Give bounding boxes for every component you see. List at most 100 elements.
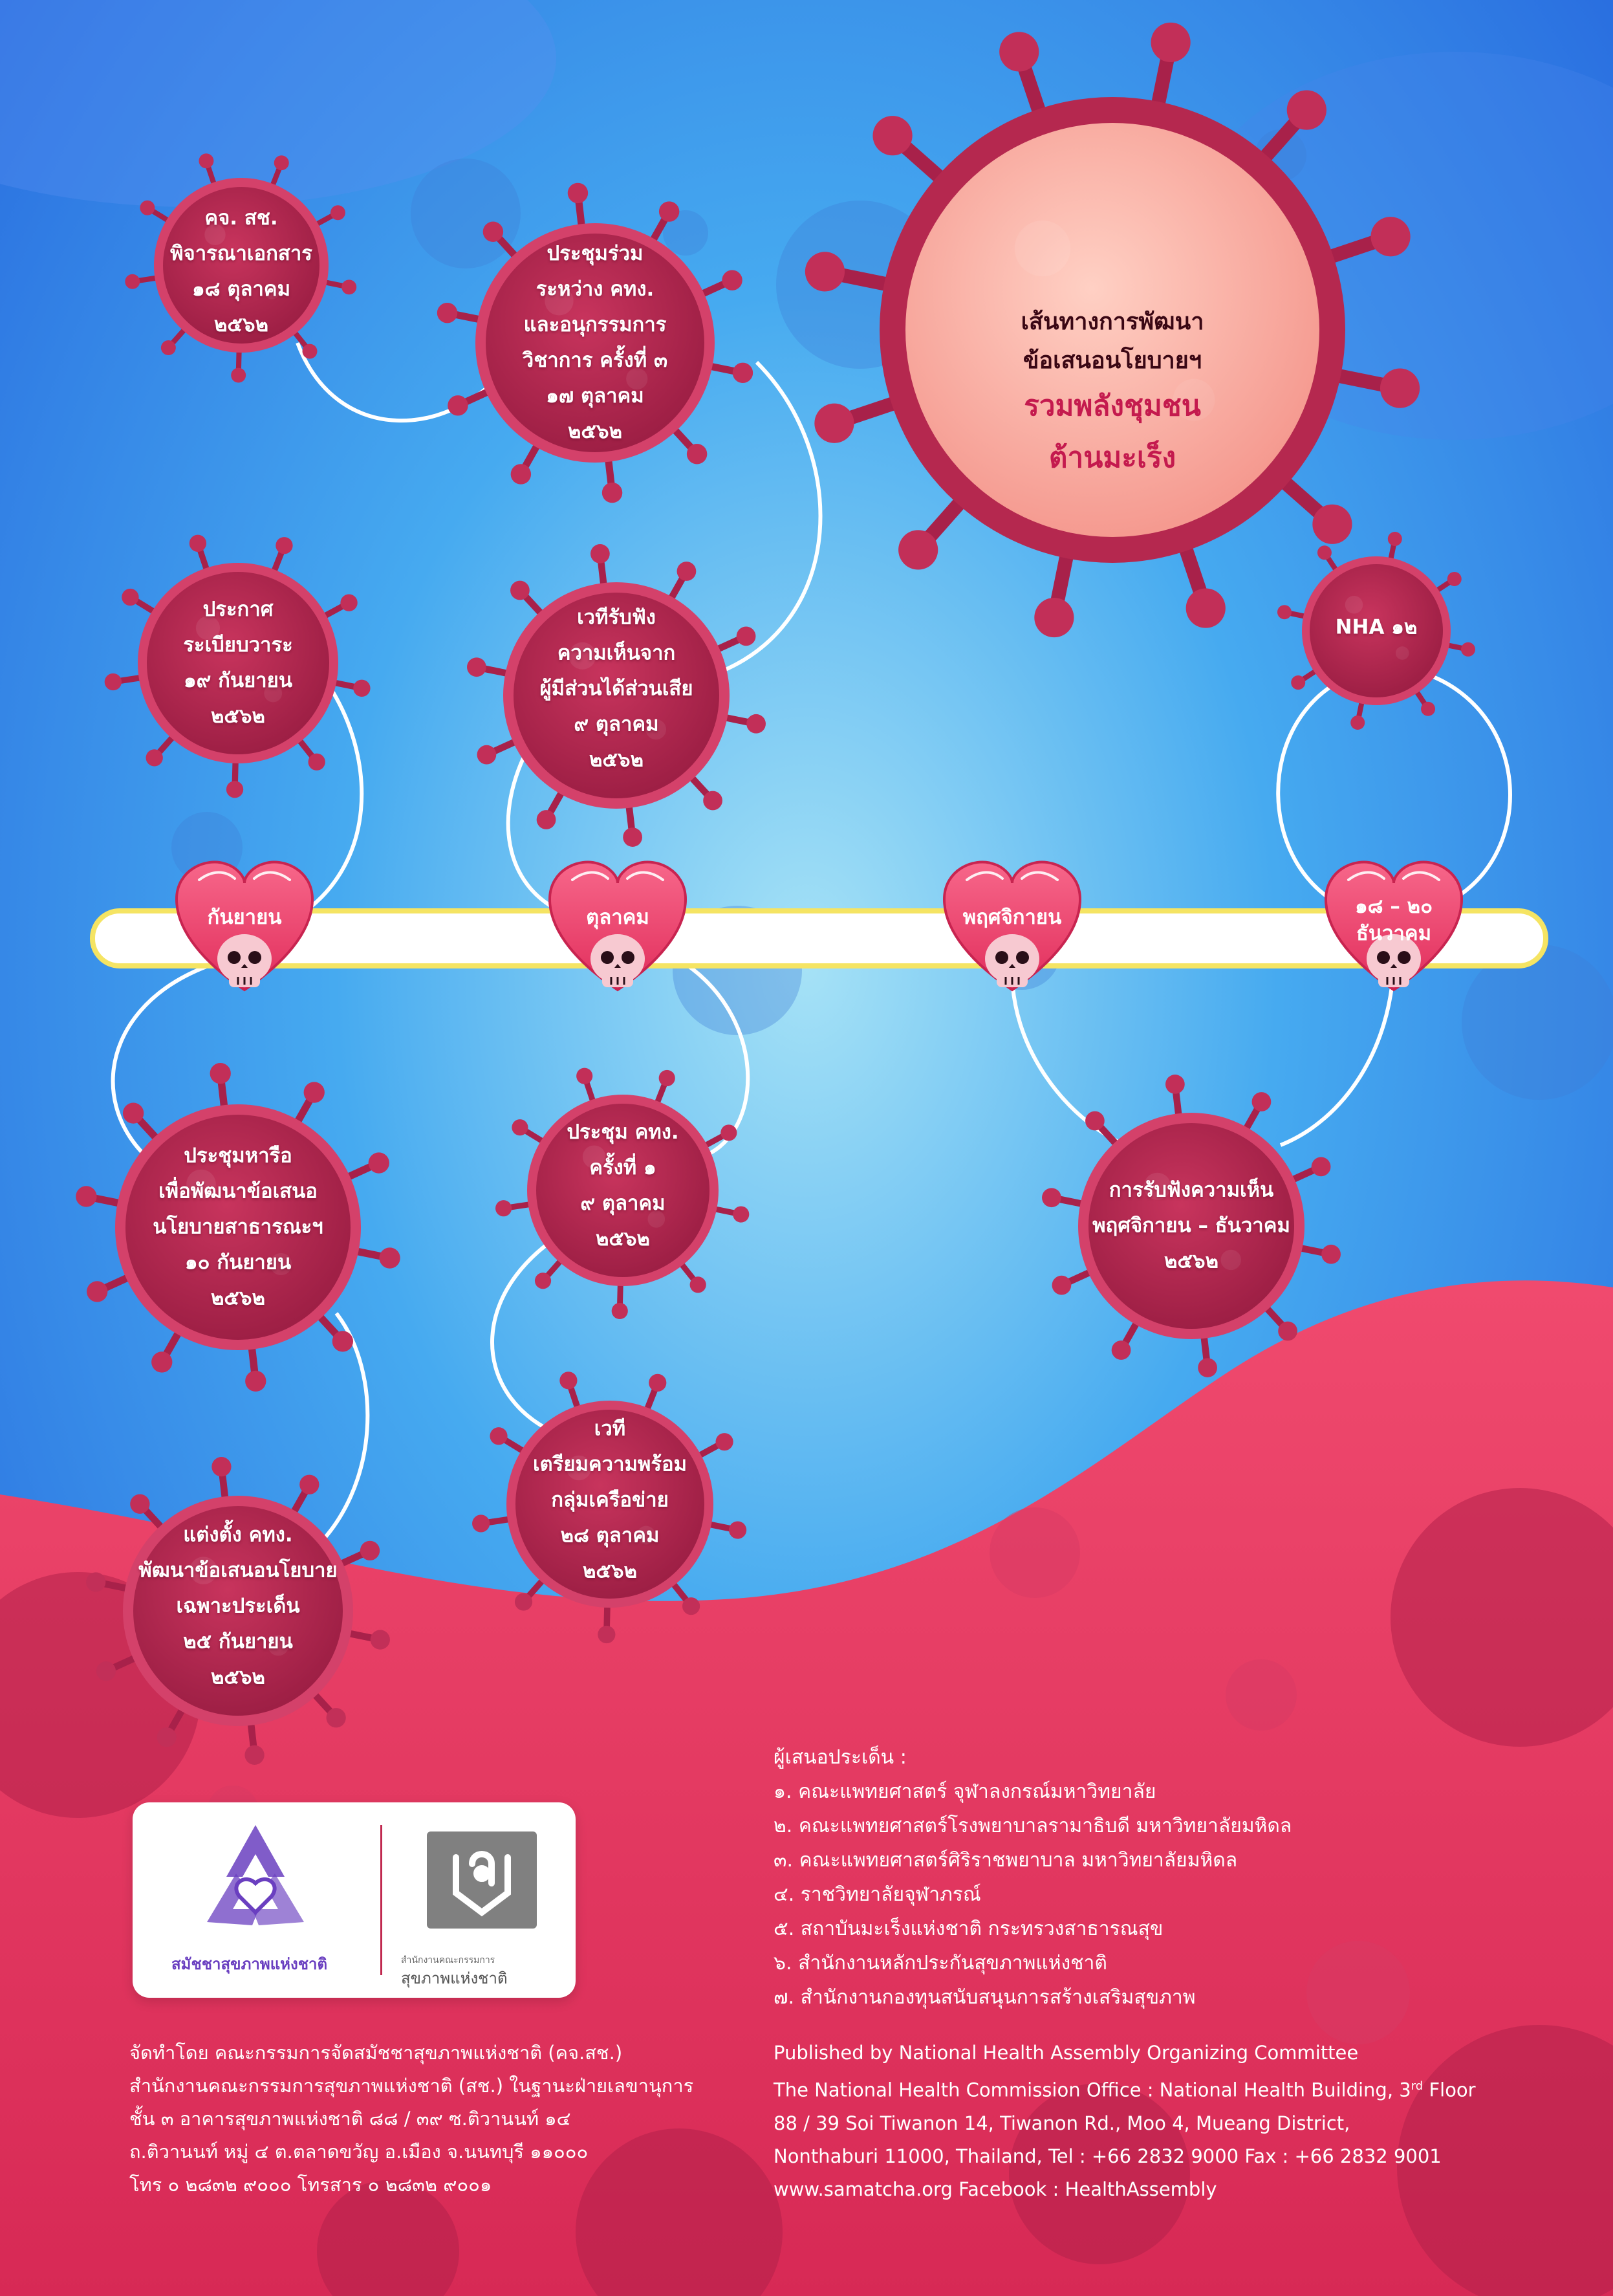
- node-working-group-appointment: แต่งตั้ง คทง. พัฒนาข้อเสนอนโยบาย เฉพาะปร…: [138, 1518, 337, 1696]
- node-line: เพื่อพัฒนาข้อเสนอ: [158, 1179, 318, 1203]
- node-line: ๒๕๖๒: [210, 705, 265, 728]
- virus-node-3: [104, 534, 371, 798]
- heart-shine: [1402, 871, 1440, 881]
- virus-spike-tip: [448, 395, 468, 416]
- virus-spike-tip: [1447, 571, 1462, 586]
- heart-shine: [966, 871, 1004, 881]
- virus-core: [905, 123, 1319, 537]
- node-line: คจ. สช.: [204, 206, 278, 230]
- skull-eye: [1377, 951, 1390, 964]
- virus-spike-tip: [379, 1247, 400, 1269]
- virus-core: [536, 1104, 709, 1277]
- logo-right-name: สุขภาพแห่งชาติ: [401, 1969, 508, 1987]
- virus-spike-tip: [199, 153, 214, 169]
- node-line: การรับฟังความเห็น: [1109, 1178, 1274, 1202]
- connector-line: [1422, 671, 1512, 914]
- virus-highlight: [636, 1525, 656, 1545]
- virus-highlight: [270, 1252, 292, 1276]
- virus-spike-tip: [1151, 22, 1191, 63]
- virus-spike-tip: [341, 279, 357, 295]
- node-line: ความเห็นจาก: [557, 641, 676, 665]
- month-label-november: พฤศจิกายน: [962, 906, 1062, 929]
- logo-right-subtitle: สำนักงานคณะกรรมการ: [401, 1955, 495, 1965]
- poster-title: เส้นทางการพัฒนา ข้อเสนอนโยบายฯ รวมพลังชุ…: [1021, 303, 1204, 484]
- footer-line: The National Health Commission Office : …: [774, 2070, 1476, 2107]
- virus-spike-tip: [576, 1067, 593, 1084]
- skull-icon: [217, 934, 272, 983]
- virus-spike-tip: [1278, 1321, 1297, 1341]
- virus-spike-tip: [1185, 588, 1226, 628]
- connector-line: [684, 962, 750, 1160]
- heart-shine: [253, 871, 291, 881]
- heart-shape: [1324, 860, 1464, 992]
- virus-highlight: [264, 684, 283, 703]
- virus-highlight: [204, 224, 226, 245]
- virus-core: [133, 1506, 343, 1716]
- month-label-december: ๑๘ – ๒๐ ธันวาคม: [1355, 893, 1433, 947]
- skull-icon: [1367, 934, 1421, 983]
- node-line: ๒๕ กันยายน: [183, 1630, 293, 1654]
- title-line-1: เส้นทางการพัฒนา: [1021, 309, 1204, 335]
- virus-spike-tip: [477, 745, 497, 765]
- heart-shine: [571, 871, 609, 881]
- virus-highlight: [189, 1557, 217, 1585]
- skull-nose: [614, 964, 621, 968]
- skull-nose: [241, 964, 248, 968]
- virus-spike-tip: [1317, 545, 1332, 560]
- virus-highlight: [1014, 220, 1071, 277]
- virus-spike-tip: [76, 1186, 97, 1207]
- proposer-item: ๑. คณะแพทยศาสตร์ จุฬาลงกรณ์มหาวิทยาลัย: [774, 1780, 1156, 1803]
- connector-line: [717, 360, 823, 675]
- virus-spike-tip: [482, 221, 504, 242]
- title-line-4: ต้านมะเร็ง: [1048, 441, 1176, 474]
- node-line: ๙ ตุลาคม: [574, 712, 659, 736]
- node-line: ประชุมหารือ: [184, 1144, 292, 1168]
- virus-spike-tip: [512, 1119, 528, 1136]
- skull-eye: [248, 951, 261, 964]
- proposer-item: ๕. สถาบันมะเร็งแห่งชาติ กระทรวงสาธารณสุข: [774, 1918, 1164, 1940]
- footer-line-part: The National Health Commission Office : …: [774, 2079, 1411, 2101]
- heart-shape: [175, 860, 314, 992]
- connector-line: [506, 743, 564, 914]
- footer-line: www.samatcha.org Facebook : HealthAssemb…: [774, 2178, 1217, 2200]
- virus-spike-tip: [598, 1625, 616, 1644]
- virus-spike-tip: [330, 205, 345, 221]
- virus-spike-tip: [1034, 597, 1074, 638]
- virus-core: [1088, 1123, 1294, 1329]
- node-line: เฉพาะประเด็น: [176, 1594, 300, 1618]
- virus-spike-tip: [534, 1273, 552, 1289]
- virus-spike-tip: [658, 201, 680, 222]
- proposers-heading: ผู้เสนอประเด็น :: [774, 1746, 907, 1769]
- virus-highlight: [568, 642, 596, 670]
- virus-spike-tip: [1312, 504, 1352, 544]
- node-line: กลุ่มเครือข่าย: [551, 1488, 669, 1512]
- virus-spike-tip: [686, 444, 708, 465]
- virus-spike-tip: [677, 562, 697, 581]
- logo-left-name: สมัชชาสุขภาพแห่งชาติ: [171, 1955, 328, 1973]
- virus-core: [1310, 564, 1443, 697]
- virus-highlight: [1345, 595, 1363, 614]
- node-line: เวที: [594, 1417, 626, 1441]
- skull-eye: [1016, 951, 1029, 964]
- node-line: ๒๕๖๒: [213, 313, 269, 336]
- virus-spike-tip: [1085, 1111, 1105, 1131]
- virus-spike-tip: [472, 1514, 490, 1533]
- node-line: เตรียมความพร้อม: [532, 1452, 687, 1476]
- node-line: ๒๘ ตุลาคม: [560, 1524, 660, 1547]
- node-nha-12: NHA ๑๒: [1336, 610, 1418, 646]
- virus-spike-tip: [360, 1540, 380, 1560]
- virus-spike-tip: [244, 1745, 265, 1765]
- proposer-item: ๗. สำนักงานกองทุนสนับสนุนการสร้างเสริมสุ…: [774, 1986, 1196, 2009]
- virus-spike-tip: [872, 116, 913, 156]
- virus-spike-tip: [210, 1063, 231, 1084]
- virus-spike-tip: [1380, 368, 1420, 408]
- month-label-september: กันยายน: [207, 906, 282, 929]
- node-public-hearing: การรับฟังความเห็น พฤศจิกายน – ธันวาคม ๒๕…: [1092, 1173, 1290, 1280]
- virus-spike-tip: [276, 537, 293, 554]
- virus-spike-tip: [733, 1206, 750, 1223]
- node-line: NHA ๑๒: [1335, 615, 1418, 639]
- node-line: ๑๙ กันยายน: [183, 669, 293, 692]
- virus-spike-tip: [1165, 1075, 1185, 1094]
- node-line: ผู้มีส่วนได้ส่วนเสีย: [539, 677, 693, 701]
- virus-spike-tip: [536, 810, 556, 829]
